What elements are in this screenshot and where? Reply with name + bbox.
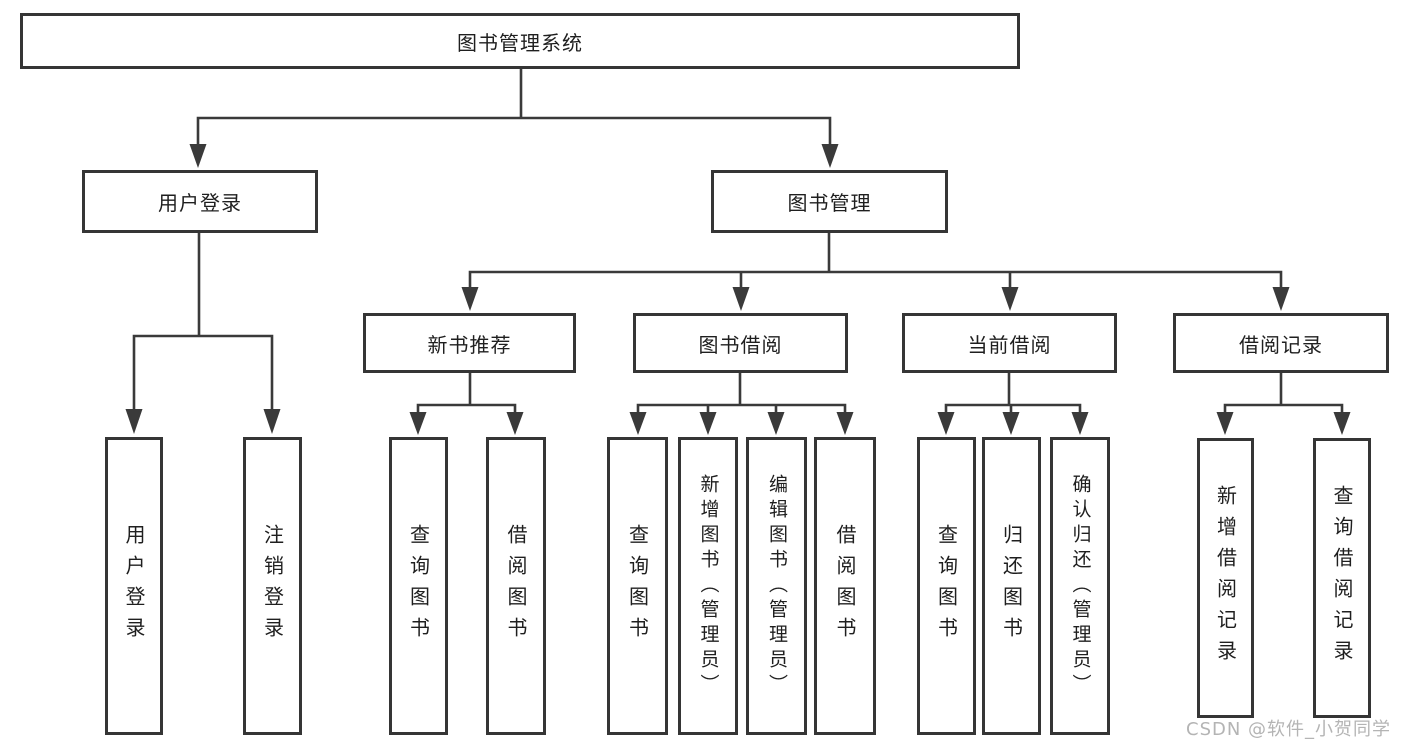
leaf-query-book-recommend: 查询图书 (389, 437, 448, 735)
node-library-management-system: 图书管理系统 (20, 13, 1020, 69)
leaf-borrow-book-recommend: 借阅图书 (486, 437, 546, 735)
node-label: 图书管理 (787, 191, 872, 215)
leaf-label: 查询借阅记录 (1330, 485, 1354, 671)
leaf-user-login: 用户登录 (105, 437, 163, 735)
leaf-edit-book-admin: 编辑图书（管理员） (746, 437, 807, 735)
leaf-add-book-admin: 新增图书（管理员） (678, 437, 738, 735)
leaf-label: 编辑图书（管理员） (766, 473, 788, 699)
arrowhead-icons (125, 144, 1351, 435)
leaf-return-book: 归还图书 (982, 437, 1041, 735)
node-user-login: 用户登录 (82, 170, 318, 233)
csdn-watermark: CSDN @软件_小贺同学 (1186, 719, 1392, 740)
leaf-label: 用户登录 (122, 524, 146, 648)
leaf-query-book-borrow: 查询图书 (607, 437, 668, 735)
node-new-book-recommend: 新书推荐 (363, 313, 576, 373)
leaf-query-borrow-record: 查询借阅记录 (1313, 438, 1371, 718)
leaf-label: 新增借阅记录 (1213, 485, 1238, 671)
node-label: 图书管理系统 (457, 30, 583, 55)
leaf-logout: 注销登录 (243, 437, 302, 735)
leaf-confirm-return-admin: 确认归还（管理员） (1050, 437, 1110, 735)
node-current-borrowing: 当前借阅 (902, 313, 1117, 373)
leaf-query-book-current: 查询图书 (917, 437, 976, 735)
leaf-borrow-book: 借阅图书 (814, 437, 876, 735)
leaf-label: 借阅图书 (504, 524, 528, 648)
leaf-label: 查询图书 (625, 524, 650, 648)
node-label: 当前借阅 (967, 332, 1052, 357)
leaf-label: 查询图书 (406, 524, 431, 648)
leaf-label: 归还图书 (999, 524, 1024, 648)
node-book-borrowing: 图书借阅 (633, 313, 848, 373)
leaf-label: 新增图书（管理员） (697, 473, 720, 699)
leaf-label: 查询图书 (934, 524, 959, 648)
node-book-management: 图书管理 (711, 170, 948, 233)
node-label: 借阅记录 (1239, 332, 1323, 357)
leaf-label: 借阅图书 (833, 524, 857, 648)
leaf-add-borrow-record: 新增借阅记录 (1197, 438, 1254, 718)
node-label: 图书借阅 (698, 332, 783, 357)
leaf-label: 确认归还（管理员） (1069, 473, 1092, 699)
node-borrow-records: 借阅记录 (1173, 313, 1389, 373)
leaf-label: 注销登录 (260, 524, 285, 648)
node-label: 新书推荐 (427, 332, 512, 357)
node-label: 用户登录 (158, 191, 242, 215)
